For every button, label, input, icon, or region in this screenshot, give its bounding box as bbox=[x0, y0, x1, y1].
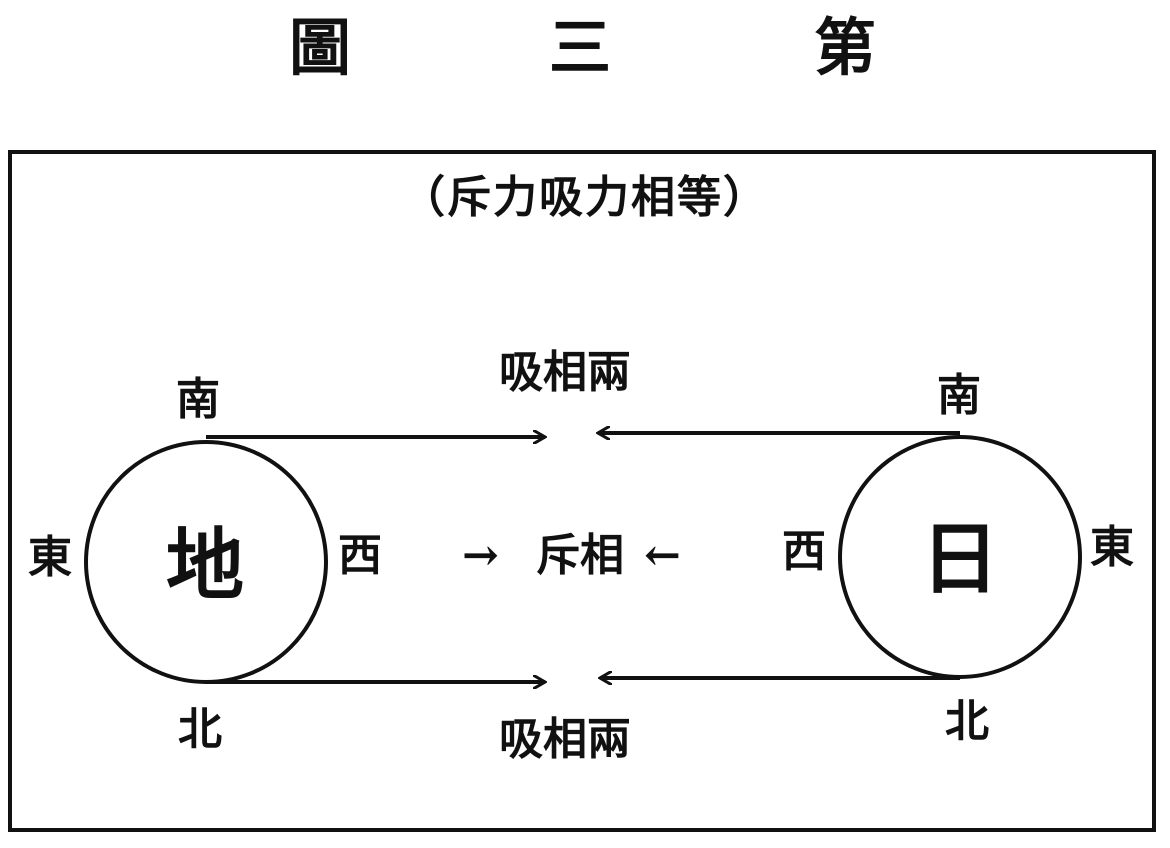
figure-title: 圖 三 第 bbox=[0, 8, 1170, 88]
figure-title-char-1: 第 bbox=[813, 11, 876, 84]
earth-south-label: 北 bbox=[178, 704, 222, 755]
earth-north-label: 南 bbox=[176, 374, 220, 425]
bottom-relation-label: 吸相兩 bbox=[499, 714, 631, 765]
top-relation-label: 吸相兩 bbox=[499, 347, 631, 398]
diagram-subtitle: （斥力吸力相等） bbox=[401, 172, 769, 223]
middle-right-arrow: ← bbox=[644, 530, 681, 581]
middle-left-arrow: → bbox=[462, 530, 499, 581]
middle-relation-label: 斥相 bbox=[536, 530, 624, 581]
diagram-frame bbox=[8, 150, 1156, 832]
figure-title-char-3: 圖 bbox=[288, 11, 351, 84]
sun-south-label: 北 bbox=[945, 696, 989, 747]
sun-west-label: 西 bbox=[782, 526, 826, 577]
sun-east-label: 東 bbox=[1090, 522, 1134, 573]
earth-west-label: 西 bbox=[338, 530, 382, 581]
figure-title-char-2: 三 bbox=[548, 11, 611, 84]
sun-north-label: 南 bbox=[937, 370, 981, 421]
earth-east-label: 東 bbox=[28, 532, 72, 583]
earth-label: 地 bbox=[165, 520, 244, 611]
sun-label: 日 bbox=[920, 514, 999, 605]
